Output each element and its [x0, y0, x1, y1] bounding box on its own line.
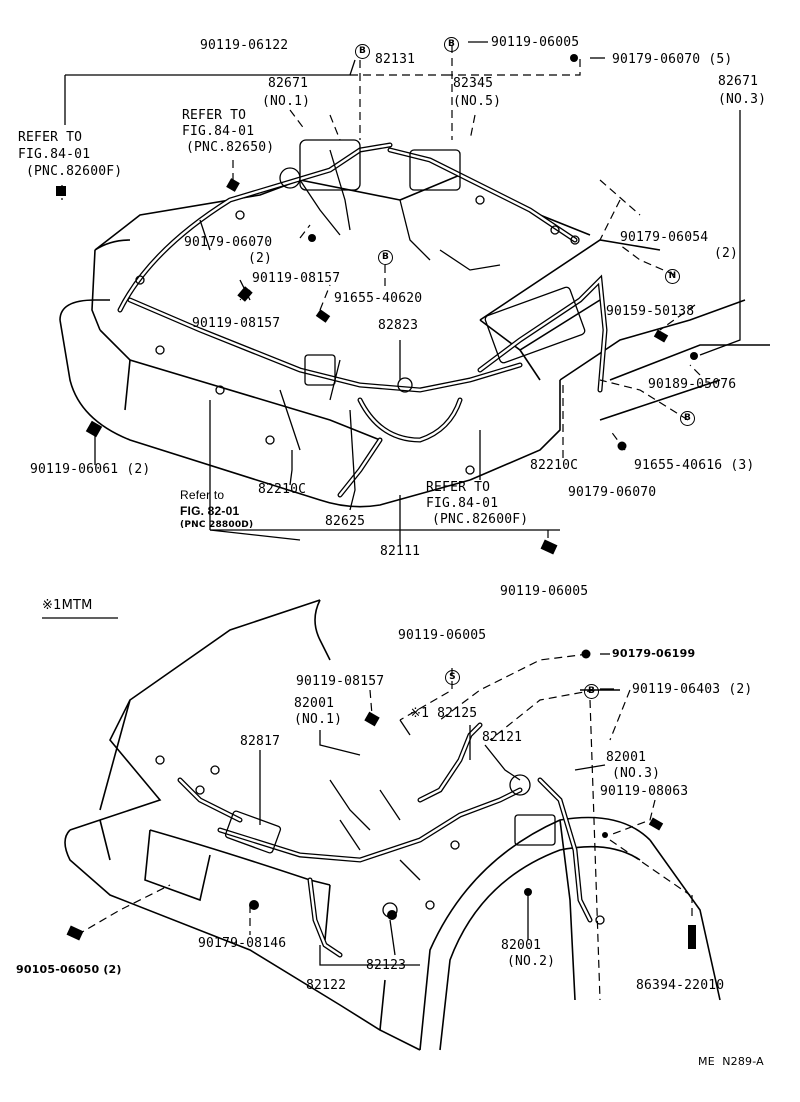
part-90179-06054-qty: (2): [714, 246, 739, 261]
part-82345: 82345: [453, 76, 494, 91]
bottom-harness: [155, 722, 605, 958]
badge-b-2-wrap: B: [444, 35, 459, 52]
bottom-fasteners: [66, 649, 696, 949]
badge-b-icon: B: [680, 411, 695, 426]
refer-82-01-line3: (PNC 28800D): [180, 520, 254, 530]
part-82131: 82131: [375, 52, 416, 67]
part-82671-no3: 82671: [718, 74, 759, 89]
part-82001-no1-qualifier: (NO.1): [294, 712, 343, 727]
top-fasteners: [56, 54, 698, 555]
refer-84-01-82600f-left-line1: REFER TO: [18, 130, 83, 145]
badge-b-icon: B: [378, 250, 393, 265]
part-90119-08157-bottom: 90119-08157: [296, 674, 385, 689]
part-90179-08146: 90179-08146: [198, 936, 287, 951]
refer-84-01-82650-line1: REFER TO: [182, 108, 247, 123]
part-90179-06070-2: 90179-06070: [184, 235, 273, 250]
refer-82-01-line1: Refer to: [180, 488, 225, 502]
part-90119-06005-bottom: 90119-06005: [398, 628, 487, 643]
top-harness: [117, 139, 608, 498]
bottom-body-outline: [64, 599, 721, 1051]
part-86394-22010: 86394-22010: [636, 978, 725, 993]
part-90119-08157-a: 90119-08157: [252, 271, 341, 286]
refer-84-01-82650-line3: (PNC.82650): [186, 140, 275, 155]
part-90119-06122: 90119-06122: [200, 38, 289, 53]
part-82001-no1: 82001: [294, 696, 335, 711]
part-90119-08157-b: 90119-08157: [192, 316, 281, 331]
badge-s-wrap: S: [445, 668, 460, 685]
badge-b-icon: B: [355, 44, 370, 59]
badge-b-icon: B: [444, 37, 459, 52]
section-note: ※1MTM: [42, 598, 93, 613]
refer-84-01-82600f-right-line3: (PNC.82600F): [432, 512, 529, 527]
part-82001-no3: 82001: [606, 750, 647, 765]
part-82122: 82122: [306, 978, 347, 993]
badge-b-3-wrap: B: [378, 248, 393, 265]
part-82210c-left: 82210C: [258, 482, 307, 497]
part-91655-40616-3: 91655-40616 (3): [634, 458, 755, 473]
bottom-leader-lines: [76, 653, 693, 1001]
part-90119-06005-top: 90119-06005: [491, 35, 580, 50]
part-82001-no2-qualifier: (NO.2): [507, 954, 556, 969]
part-90119-08063: 90119-08063: [600, 784, 689, 799]
part-90179-06199: 90179-06199: [612, 647, 696, 660]
part-90159-50138: 90159-50138: [606, 304, 695, 319]
part-82671-no3-qualifier: (NO.3): [718, 92, 767, 107]
part-90189-05076: 90189-05076: [648, 377, 737, 392]
part-82001-no2: 82001: [501, 938, 542, 953]
top-leader-lines: [61, 41, 741, 555]
part-82210c-right: 82210C: [530, 458, 579, 473]
badge-b-5-wrap: B: [584, 682, 599, 699]
refer-84-01-82600f-right-line1: REFER TO: [426, 480, 491, 495]
part-82671-no1-qualifier: (NO.1): [262, 94, 311, 109]
refer-84-01-82600f-right-line2: FIG.84-01: [426, 496, 499, 511]
badge-b-1-wrap: B: [355, 42, 370, 59]
part-90179-06070: 90179-06070: [568, 485, 657, 500]
refer-84-01-82600f-left-line3: (PNC.82600F): [26, 164, 123, 179]
badge-n-icon: N: [665, 269, 680, 284]
footer-code: ME N289-A: [698, 1055, 764, 1068]
part-91655-40620: 91655-40620: [334, 291, 423, 306]
part-82817: 82817: [240, 734, 281, 749]
part-82121: 82121: [482, 730, 523, 745]
part-90119-06005-lower: 90119-06005: [500, 584, 589, 599]
part-82625: 82625: [325, 514, 366, 529]
refer-84-01-82600f-left-line2: FIG.84-01: [18, 147, 91, 162]
part-82125: ※1 82125: [410, 706, 478, 721]
part-82823: 82823: [378, 318, 419, 333]
part-90119-06403-2: 90119-06403 (2): [632, 682, 753, 697]
part-82123: 82123: [366, 958, 407, 973]
part-82111: 82111: [380, 544, 421, 559]
part-90179-06070-2-qty: (2): [248, 251, 273, 266]
part-82345-qualifier: (NO.5): [453, 94, 502, 109]
part-90105-06050-2: 90105-06050 (2): [16, 963, 122, 976]
refer-84-01-82650-line2: FIG.84-01: [182, 124, 255, 139]
badge-b-4-wrap: B: [680, 409, 695, 426]
refer-82-01-line2: FIG. 82-01: [180, 504, 240, 518]
part-90179-06070-5: 90179-06070 (5): [612, 52, 733, 67]
part-90119-06061-2: 90119-06061 (2): [30, 462, 151, 477]
badge-n-wrap: N: [665, 267, 680, 284]
badge-b-icon: B: [584, 684, 599, 699]
part-82671-no1: 82671: [268, 76, 309, 91]
part-82001-no3-qualifier: (NO.3): [612, 766, 661, 781]
part-90179-06054: 90179-06054: [620, 230, 709, 245]
badge-s-icon: S: [445, 670, 460, 685]
